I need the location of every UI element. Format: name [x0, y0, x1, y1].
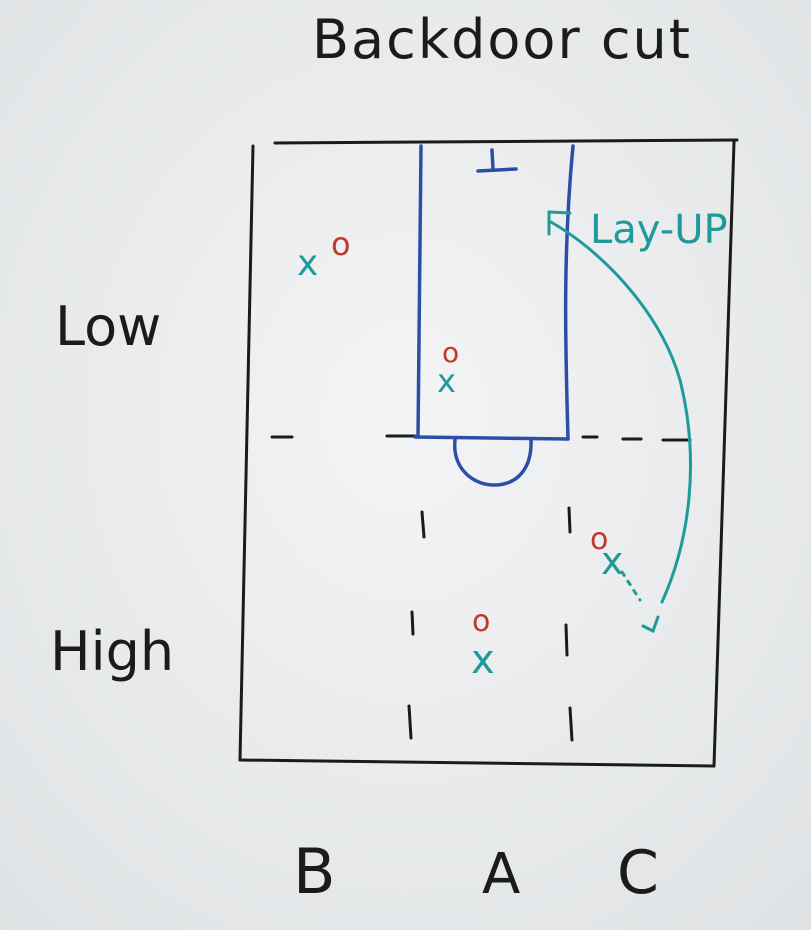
- diagram-title: Backdoor cut: [312, 8, 692, 71]
- defender-marker-high-right: o: [590, 522, 608, 557]
- player-markers: x o o x o x o x: [297, 225, 624, 683]
- zone-dividers: [270, 434, 692, 742]
- defender-marker-high-center: o: [472, 604, 490, 639]
- column-label-c: C: [617, 838, 659, 908]
- offense-marker-low-left: x: [297, 243, 318, 284]
- column-label-b: B: [293, 835, 336, 908]
- row-label-low: Low: [55, 295, 161, 358]
- layup-annotation: Lay-UP: [590, 207, 728, 253]
- key-lane: [413, 144, 575, 487]
- column-label-a: A: [482, 842, 520, 907]
- court-outline: [238, 138, 739, 768]
- defender-marker-low-lane: o: [442, 336, 459, 369]
- backdoor-cut-path: [547, 210, 692, 634]
- row-label-high: High: [50, 620, 174, 683]
- defender-marker-low-left: o: [331, 225, 351, 263]
- offense-marker-low-lane: x: [437, 362, 456, 400]
- offense-marker-high-right: x: [601, 539, 624, 583]
- offense-marker-high-center: x: [471, 637, 495, 683]
